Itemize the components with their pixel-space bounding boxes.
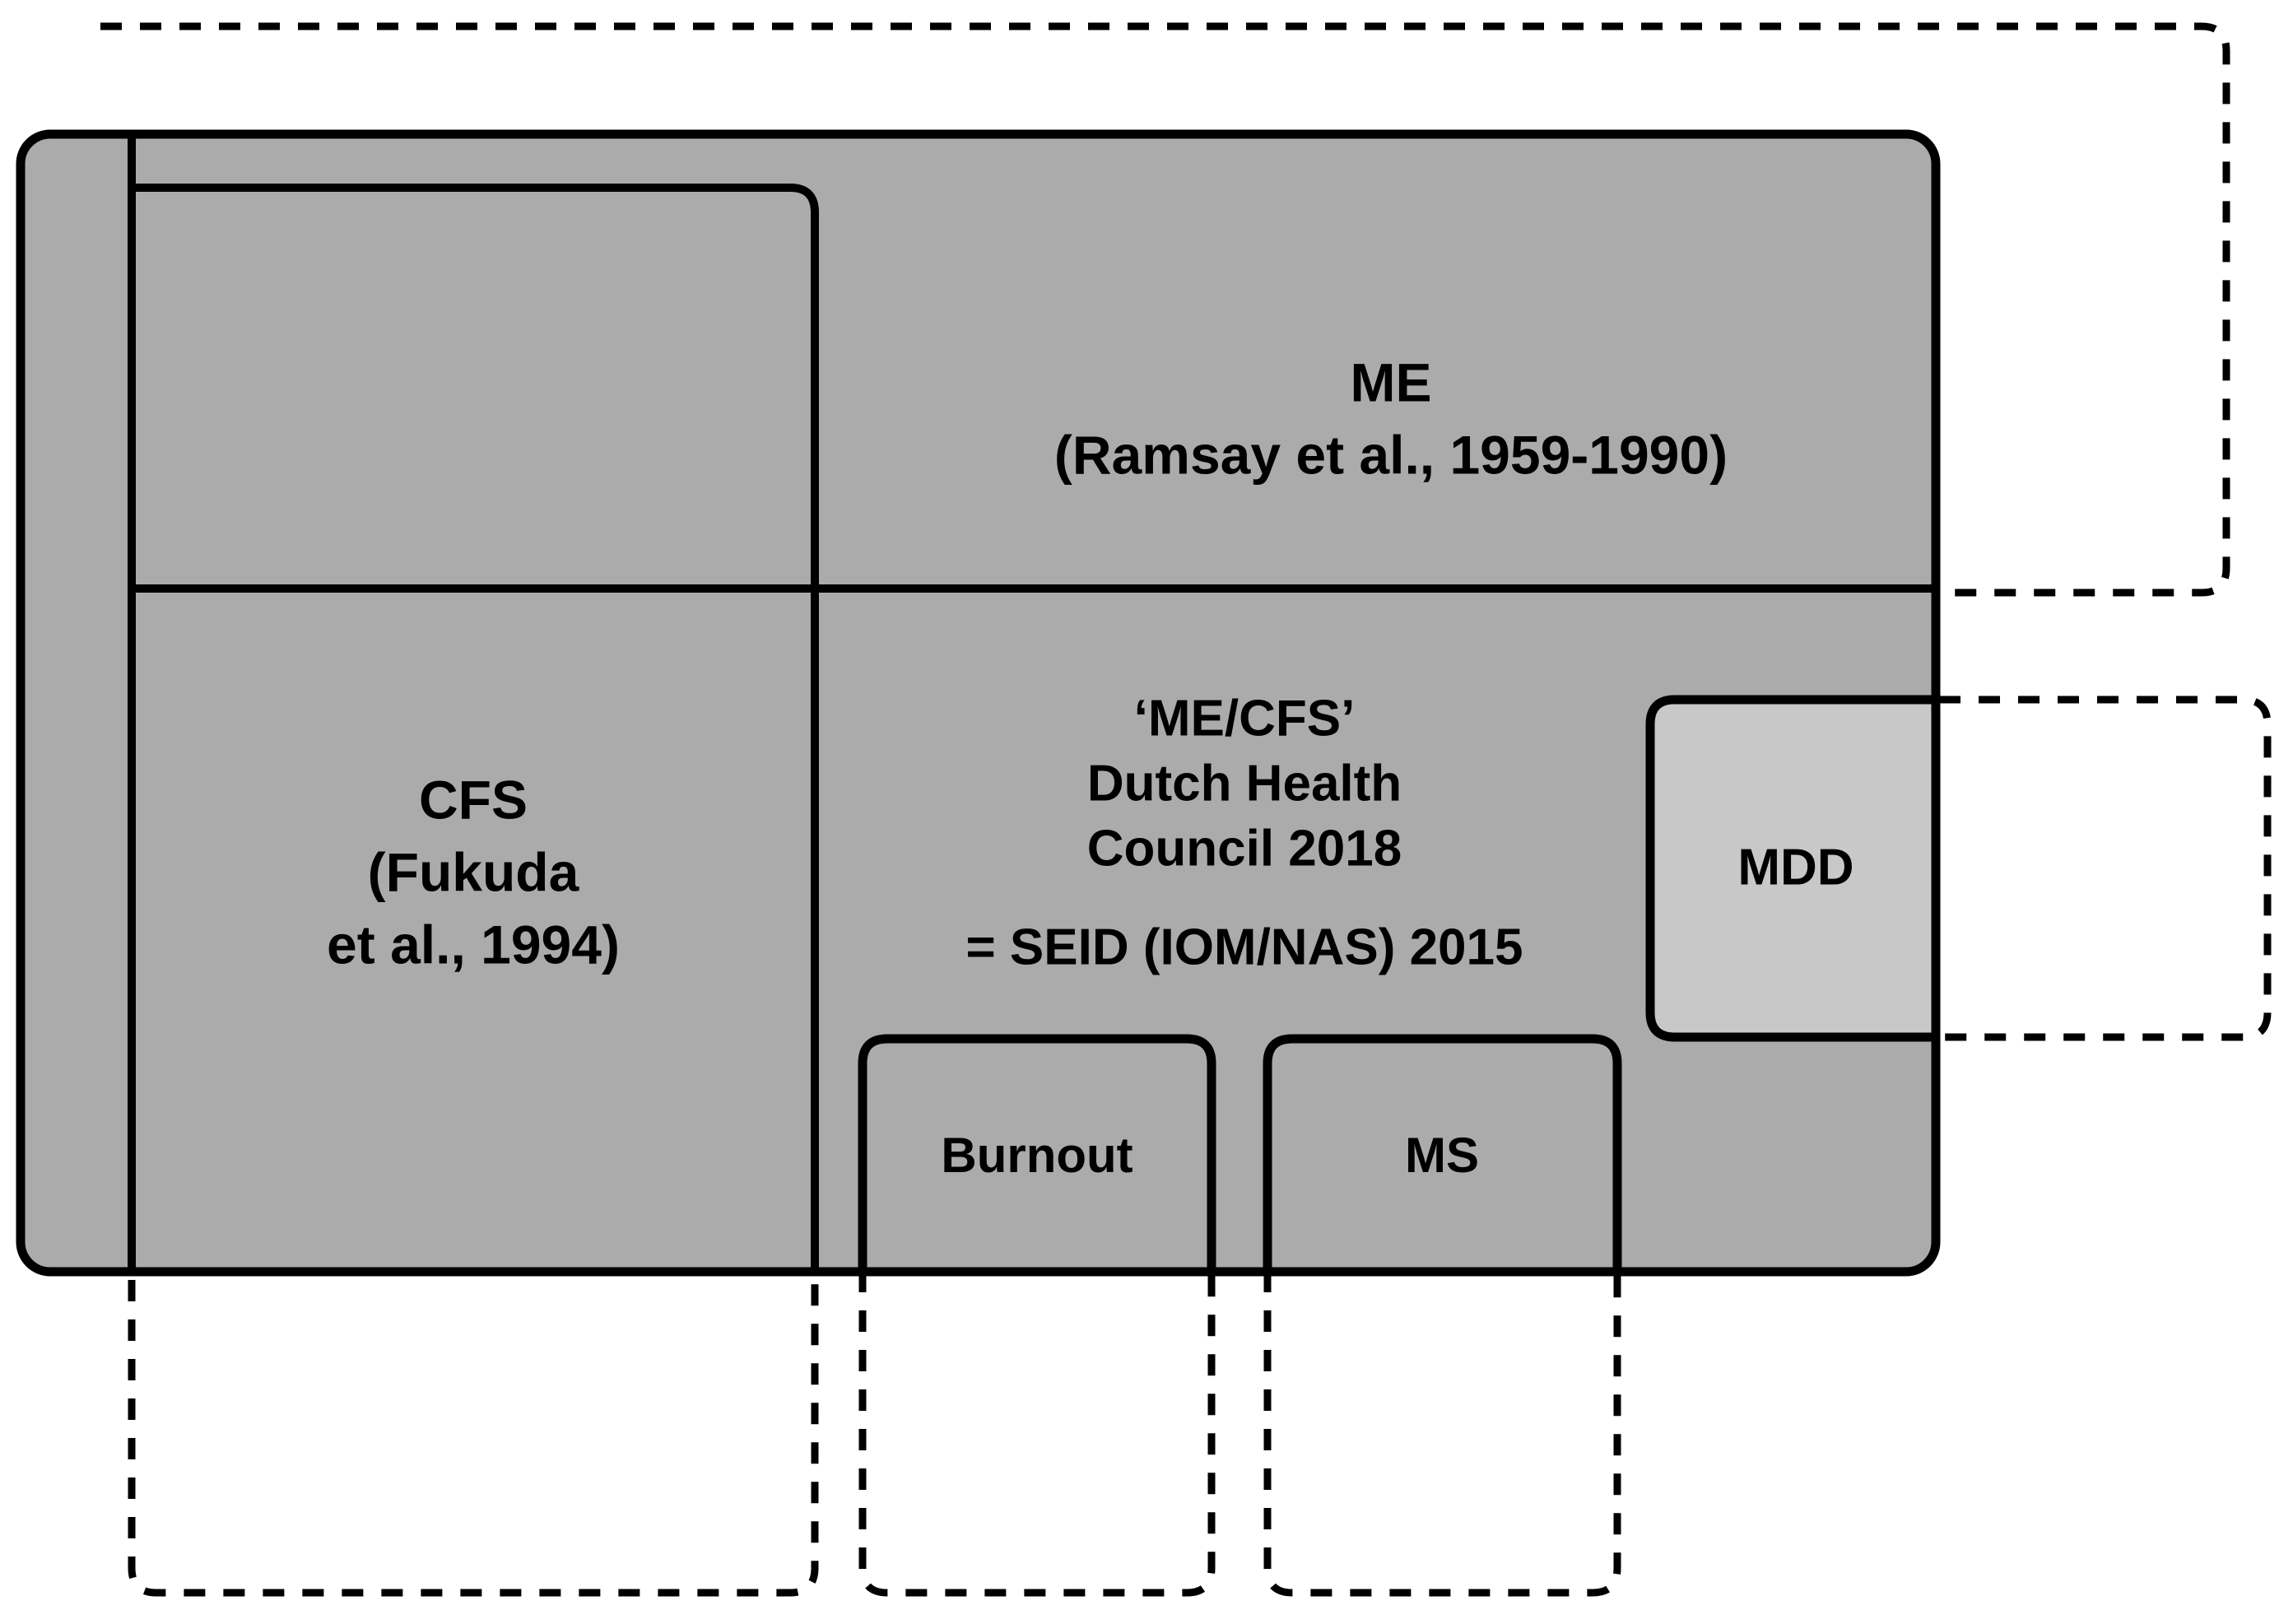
mecfs-label-line2: Dutch Health (1087, 755, 1402, 812)
cfs-label-title: CFS (419, 769, 528, 830)
mecfs-label-equivalence: = SEID (IOM/NAS) 2015 (965, 919, 1523, 975)
mdd-label-title: MDD (1737, 839, 1853, 896)
ms-dashed-outline (1263, 1152, 1621, 1597)
ms-label-title: MS (1405, 1128, 1479, 1183)
me-label-title: ME (1351, 351, 1432, 412)
cfs-upper-rounded-boundary (132, 184, 819, 591)
mdd-dashed-outline (1860, 696, 2272, 1041)
me-label-citation: (Ramsay et al., 1959-1990) (1054, 424, 1728, 485)
overlap-region-fill (16, 129, 1941, 1277)
mecfs-label-line3: Council 2018 (1087, 820, 1402, 877)
cfs-label-citation-line1: (Fukuda (368, 841, 580, 902)
burnout-region-outline (858, 1034, 1216, 1272)
mdd-region-fill (1645, 695, 1941, 1042)
cfs-label-citation-line2: et al., 1994) (327, 914, 620, 975)
burnout-dashed-outline (858, 1152, 1216, 1597)
burnout-label-title: Burnout (941, 1128, 1133, 1183)
ms-region-outline (1263, 1034, 1622, 1272)
me-dashed-outline (100, 22, 2230, 597)
mecfs-label-title: ‘ME/CFS’ (1134, 690, 1356, 747)
cfs-dashed-outline (128, 134, 819, 1597)
